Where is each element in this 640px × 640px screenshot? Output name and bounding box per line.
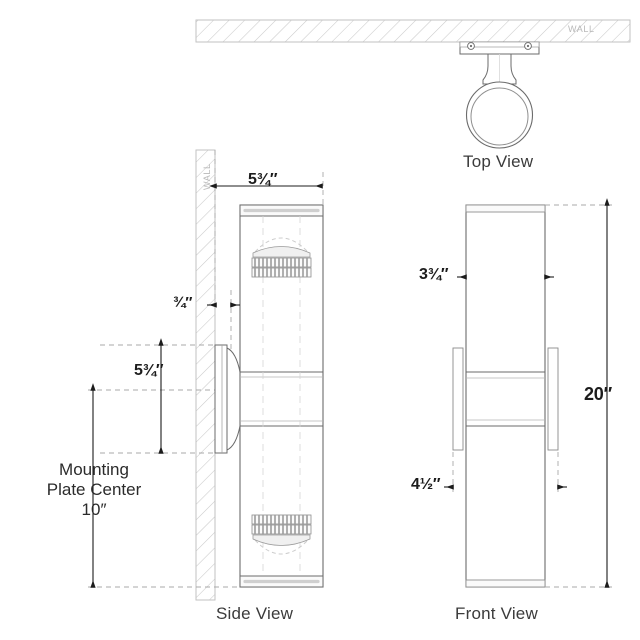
front-view-caption: Front View xyxy=(455,604,538,623)
side-view-group xyxy=(88,149,324,601)
top-view-wall-label: WALL xyxy=(568,24,595,34)
side-view-top-louver xyxy=(251,237,312,278)
dim-label-wall-gap: ¾″ xyxy=(173,294,193,311)
front-view-group xyxy=(444,198,612,588)
side-view-caption: Side View xyxy=(216,604,294,623)
top-view-group xyxy=(195,19,631,149)
dim-label-plate-height: 5¾″ xyxy=(134,362,164,379)
dim-label-side-depth: 5¾″ xyxy=(248,171,278,188)
side-view-bottom-louver xyxy=(251,514,312,555)
front-view-bracket xyxy=(452,347,559,451)
top-view-cylinder-rings xyxy=(465,81,534,149)
dim-label-bracket-width: 4½″ xyxy=(411,476,441,493)
front-view-cylinder xyxy=(465,204,546,588)
dim-label-overall-height: 20″ xyxy=(584,384,613,404)
side-view-wall xyxy=(195,149,216,601)
front-view-reference-lines xyxy=(452,204,612,588)
top-view-wall xyxy=(195,19,631,43)
top-view-caption: Top View xyxy=(463,152,534,171)
dim-label-mounting-plate-center: Mounting Plate Center 10″ xyxy=(46,460,142,520)
side-view-reference-lines xyxy=(88,150,324,588)
side-view-wall-label: WALL xyxy=(202,163,212,190)
top-view-neck xyxy=(482,53,517,85)
side-view-mounting-plate xyxy=(214,344,228,454)
top-view-mounting-plate xyxy=(459,41,540,55)
dim-label-front-width: 3¾″ xyxy=(419,266,449,283)
